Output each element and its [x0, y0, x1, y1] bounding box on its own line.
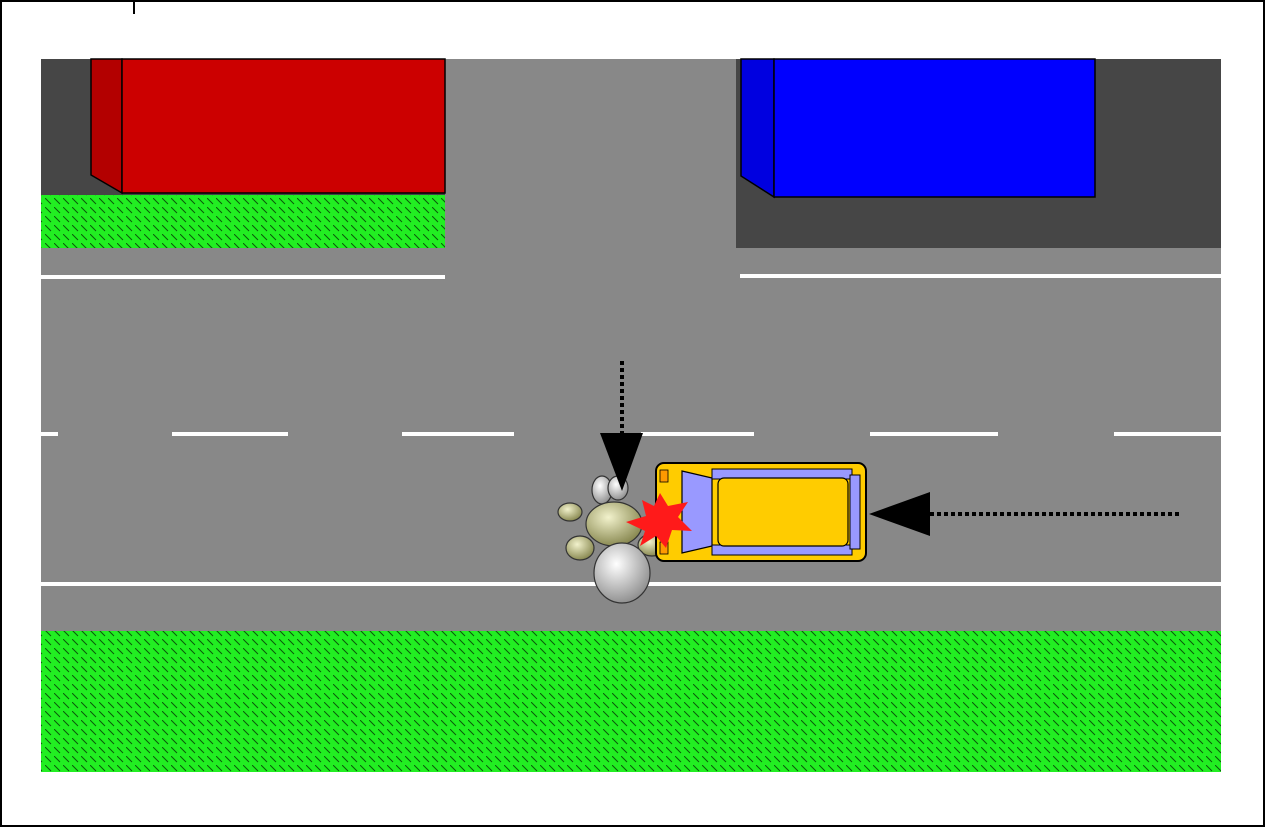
collision-star-icon [626, 493, 692, 548]
pedestrian-icon [557, 475, 667, 604]
frame-tick-mark [133, 0, 135, 14]
pedestrian-direction-arrow-icon [600, 361, 643, 491]
car-direction-arrow-icon [869, 492, 1181, 536]
building-right-icon [740, 58, 1096, 199]
car-icon [655, 462, 867, 562]
grass-bottom [41, 631, 1221, 772]
building-left-icon [90, 58, 446, 195]
grass-top-left [41, 195, 445, 248]
